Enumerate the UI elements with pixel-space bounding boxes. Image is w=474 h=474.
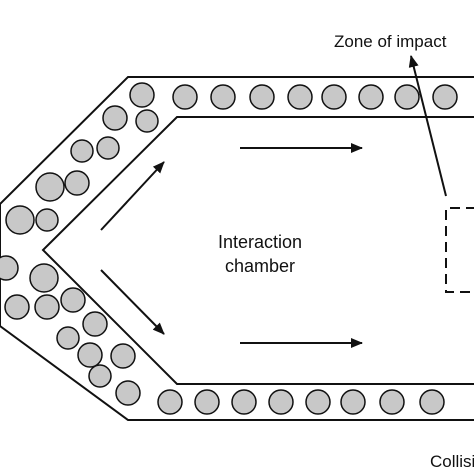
particle	[70, 139, 94, 163]
particle	[102, 105, 128, 131]
particle	[287, 84, 313, 110]
flow-arrow-diagonal-up	[100, 161, 165, 231]
particle	[56, 326, 80, 350]
particle	[379, 389, 405, 415]
particle	[172, 84, 198, 110]
zone-of-impact-label: Zone of impact	[334, 32, 447, 51]
particle-group	[0, 82, 458, 415]
chamber-label-line1: Interaction	[218, 232, 302, 252]
particle	[135, 109, 159, 133]
particle	[249, 84, 275, 110]
particle	[115, 380, 141, 406]
particle	[210, 84, 236, 110]
particle	[419, 389, 445, 415]
particle	[82, 311, 108, 337]
particle	[88, 364, 112, 388]
particle	[110, 343, 136, 369]
particle	[268, 389, 294, 415]
particle	[60, 287, 86, 313]
particle	[77, 342, 103, 368]
particle	[358, 84, 384, 110]
particle	[96, 136, 120, 160]
particle	[4, 294, 30, 320]
particle	[394, 84, 420, 110]
flow-arrow-diagonal-down	[100, 269, 165, 335]
zone-of-impact-outline	[445, 207, 474, 293]
particle	[0, 255, 19, 281]
particle	[340, 389, 366, 415]
particle	[34, 294, 60, 320]
particle	[35, 172, 65, 202]
zone-pointer-arrow	[408, 55, 447, 197]
chamber-label-line2: chamber	[225, 256, 295, 276]
particle	[129, 82, 155, 108]
collision-label: Collision	[430, 452, 474, 471]
particle	[305, 389, 331, 415]
particle	[194, 389, 220, 415]
particle	[5, 205, 35, 235]
particle	[432, 84, 458, 110]
particle	[321, 84, 347, 110]
particle	[231, 389, 257, 415]
interaction-chamber-wall	[41, 116, 474, 385]
particle	[157, 389, 183, 415]
particle	[64, 170, 90, 196]
particle	[29, 263, 59, 293]
particle	[35, 208, 59, 232]
